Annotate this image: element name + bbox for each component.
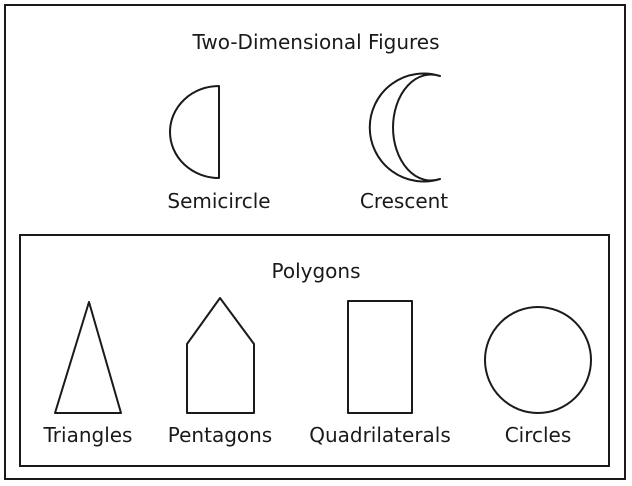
pentagon-icon <box>186 297 255 414</box>
quadrilaterals-label: Quadrilaterals <box>309 423 451 447</box>
crescent-icon <box>368 72 441 183</box>
circles-label: Circles <box>504 423 572 447</box>
rectangle-icon <box>347 300 413 414</box>
circle-icon <box>484 306 592 414</box>
crescent-label: Crescent <box>359 189 449 213</box>
triangle-icon <box>54 301 122 414</box>
polygons-title: Polygons <box>271 259 361 283</box>
semicircle-label: Semicircle <box>167 189 271 213</box>
semicircle-icon <box>169 85 220 179</box>
outer-title: Two-Dimensional Figures <box>192 30 440 54</box>
triangles-label: Triangles <box>43 423 133 447</box>
pentagons-label: Pentagons <box>167 423 273 447</box>
two-dimensional-figures-box <box>4 4 626 480</box>
polygons-box <box>19 234 610 467</box>
